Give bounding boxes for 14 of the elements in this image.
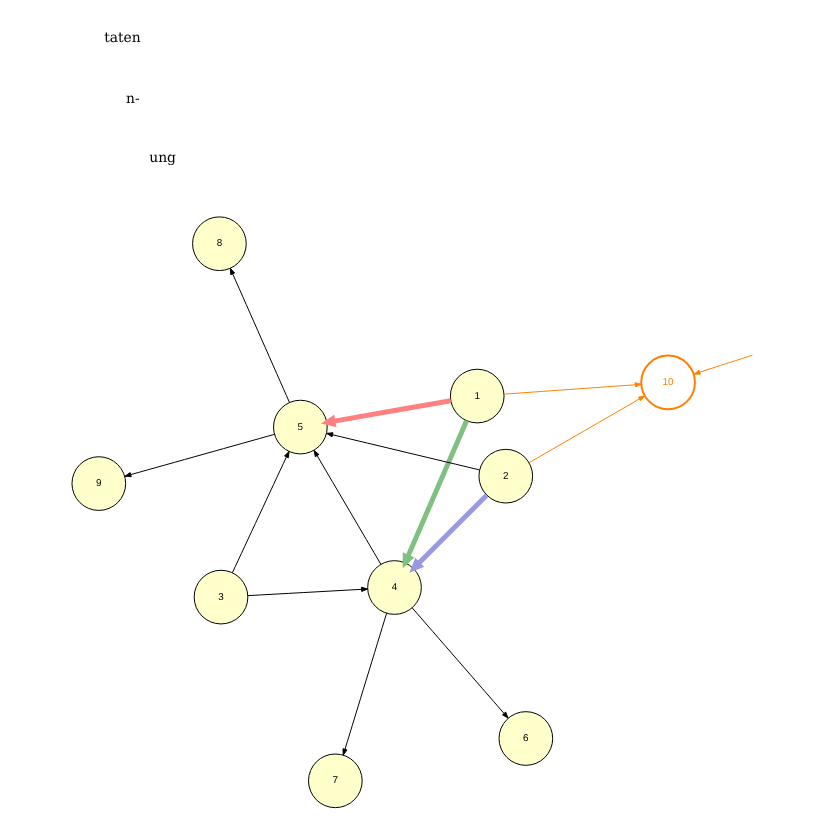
arrow xyxy=(410,607,508,719)
arrow xyxy=(312,449,381,565)
arrow xyxy=(692,354,752,375)
arrow xyxy=(341,612,387,756)
arrow xyxy=(408,493,488,573)
arrow xyxy=(401,419,468,569)
arrow xyxy=(527,395,645,464)
arrow xyxy=(228,267,289,403)
arrow xyxy=(325,432,479,471)
arrow xyxy=(502,382,641,395)
arrow xyxy=(123,433,274,478)
arrow xyxy=(230,450,289,574)
arrow xyxy=(319,398,451,428)
arrow xyxy=(246,586,368,597)
